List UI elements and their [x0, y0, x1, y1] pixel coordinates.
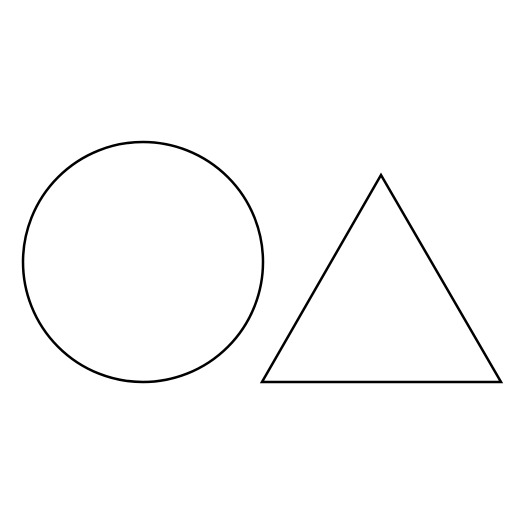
triangle-shape	[259, 172, 504, 384]
circle-shape	[21, 140, 265, 384]
